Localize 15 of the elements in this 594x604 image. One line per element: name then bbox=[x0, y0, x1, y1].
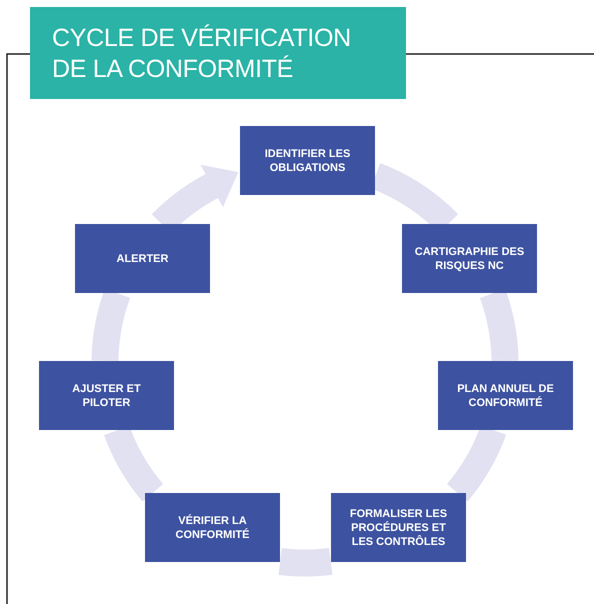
step-label: IDENTIFIER LES OBLIGATIONS bbox=[264, 146, 352, 174]
step-box bbox=[331, 493, 466, 562]
step-label: PLAN ANNUEL DE CONFORMITÉ bbox=[456, 382, 555, 410]
step-label: CARTIGRAPHIE DES RISQUES NC bbox=[414, 244, 526, 272]
title: CYCLE DE VÉRIFICATION DE LA CONFORMITÉ bbox=[30, 7, 406, 99]
step-label: FORMALISER LES PROCÉDURES ET LES CONTRÔLES bbox=[348, 506, 448, 548]
step-box bbox=[402, 224, 537, 293]
step-label: VÉRIFIER LA CONFORMITÉ bbox=[174, 514, 250, 542]
step-box bbox=[240, 126, 375, 195]
step-box bbox=[438, 361, 573, 430]
step-box bbox=[145, 493, 280, 562]
step-label: AJUSTER ET PILOTER bbox=[71, 382, 142, 410]
step-box bbox=[75, 224, 210, 293]
step-box bbox=[39, 361, 174, 430]
step-label: ALERTER bbox=[116, 252, 168, 266]
